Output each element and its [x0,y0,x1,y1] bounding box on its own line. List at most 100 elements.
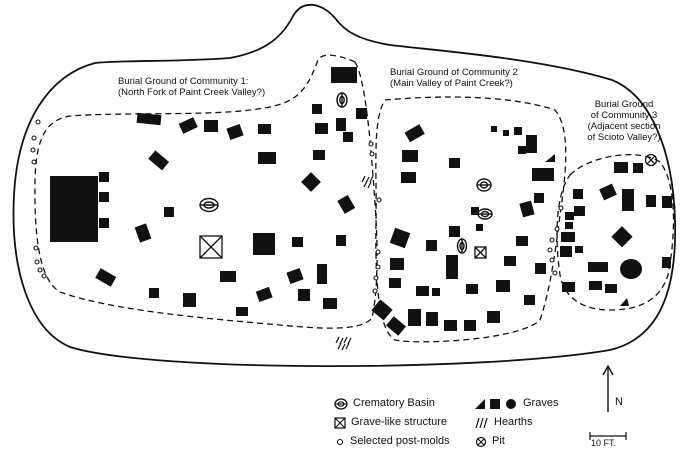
crematory-basins [199,92,493,254]
pit [644,153,658,167]
grave [524,295,535,305]
grave [258,124,271,134]
grave [343,132,353,142]
community-2-label: Burial Ground of Community 2 (Main Valle… [390,67,518,89]
hearths [335,175,374,351]
legend-grave-like: Grave-like structure [334,416,447,429]
post-mold [372,288,378,294]
grave [164,207,174,217]
grave [336,118,346,131]
grave [503,130,509,136]
post-molds-group [30,119,564,294]
crematory-basin [477,208,493,220]
grave [178,117,198,134]
grave [562,282,575,292]
hearth [361,175,374,189]
grave [519,200,535,218]
grave [50,176,98,242]
graves-group [50,67,672,336]
grave [491,126,497,132]
grave [402,150,418,162]
grave [301,172,321,192]
grave [390,258,404,270]
community-3-label-line4: of Scioto Valley?) [587,132,661,143]
post-mold [35,119,41,125]
grave [356,108,367,119]
grave [449,226,460,237]
grave [298,289,310,301]
grave [432,288,440,296]
post-mold [33,245,39,251]
legend-graves: Graves [474,397,558,410]
community-1-boundary [34,54,378,329]
grave [565,212,574,220]
community-3-label-line2: of Community 3 [590,110,658,121]
grave-like-structure-icon [334,416,346,429]
community-1-label-line2: (North Fork of Paint Creek Valley?) [118,87,266,98]
hearths-icon [475,417,488,428]
grave [574,206,585,216]
hearth [335,336,352,351]
post-mold [549,237,555,243]
grave [258,152,276,164]
grave-like-structure [199,235,223,259]
grave [573,189,583,199]
post-mold [375,249,381,255]
grave [560,246,572,257]
grave [526,135,537,153]
post-mold [375,264,381,270]
grave [236,307,248,316]
grave [389,227,411,249]
grave [516,236,528,246]
grave [148,150,170,171]
grave [662,196,672,208]
grave [535,263,546,274]
legend-graves-label: Graves [523,397,559,409]
grave [532,168,554,181]
grave [504,256,516,266]
crematory-basin-icon [334,397,348,410]
grave [99,192,109,202]
post-mold-icon [336,438,344,445]
grave-triangle [545,154,555,162]
post-mold [552,270,558,276]
grave [444,320,457,331]
enclosure-outline [12,3,677,368]
grave [646,195,656,207]
grave [605,284,617,293]
grave [561,232,575,242]
grave [99,218,109,228]
grave [136,112,162,126]
legend-hearths-label: Hearths [494,416,533,428]
grave [611,226,633,248]
north-label: N [615,396,623,408]
post-mold [369,151,375,157]
grave [487,311,500,323]
scale-bar [589,432,627,440]
grave [220,271,236,282]
community-1-label-line1: Burial Ground of Community 1: [118,76,249,87]
grave [599,183,617,201]
grave [336,235,346,246]
post-mold [30,147,36,153]
grave [662,257,671,268]
community-3-label: Burial Ground of Community 3 (Adjacent s… [574,99,674,143]
scale-label: 10 FT. [591,438,617,448]
community-2-label-line1: Burial Ground of Community 2 [390,67,518,78]
post-mold [547,247,553,253]
grave [466,284,478,294]
grave [286,267,304,285]
grave [565,222,573,229]
graves-icon [475,398,516,409]
grave [464,320,476,331]
grave [323,298,337,309]
grave [204,120,218,132]
grave [446,255,458,279]
grave [496,280,510,292]
grave [622,189,634,211]
community-1-label: Burial Ground of Community 1: (North For… [118,76,265,98]
grave [99,172,109,182]
community-3-label-line3: (Adjacent section [587,121,661,132]
post-mold [558,205,564,211]
